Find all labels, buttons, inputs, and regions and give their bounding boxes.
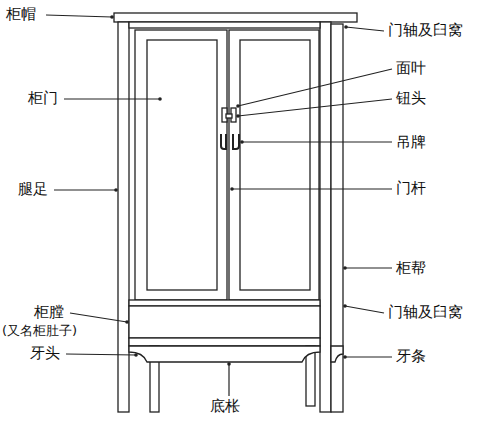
hanging-pull <box>233 134 239 149</box>
part-label: 柜帮 <box>396 260 426 277</box>
leader-line <box>228 364 229 396</box>
part-label: 腿足 <box>18 181 48 198</box>
leader-line <box>54 189 116 190</box>
part-label: (又名柜肚子) <box>2 322 77 339</box>
bottom-rail <box>129 338 320 346</box>
hanging-pull <box>221 134 226 149</box>
leader-line <box>345 356 392 357</box>
leader-dot <box>236 104 240 108</box>
apron <box>129 346 320 362</box>
leader-dot <box>240 140 244 144</box>
leader-line <box>64 98 160 99</box>
side-apron <box>331 346 343 362</box>
leader-line <box>345 267 392 268</box>
part-label: 柜膛 <box>34 304 64 321</box>
leader-dot <box>236 114 240 118</box>
part-label: 牙头 <box>30 345 60 362</box>
part-label: 门轴及臼窝 <box>388 304 463 321</box>
leader-dot <box>343 266 347 270</box>
top-rail <box>129 22 320 28</box>
leader-line <box>46 15 112 17</box>
right-front-leg <box>320 22 331 412</box>
leader-line <box>70 313 127 322</box>
part-label: 门杆 <box>396 180 426 197</box>
right-door-panel <box>240 40 310 290</box>
part-label: 钮头 <box>396 90 426 107</box>
leader-dot <box>114 188 118 192</box>
leader-dot <box>344 25 348 29</box>
part-label: 面叶 <box>396 60 426 77</box>
leader-line <box>66 354 136 355</box>
left-door-panel <box>147 40 217 290</box>
button-head <box>226 114 232 118</box>
part-label: 牙条 <box>396 348 426 365</box>
leader-dot <box>110 15 114 19</box>
leader-line <box>238 99 392 116</box>
right-door <box>229 30 319 300</box>
leader-line <box>232 188 392 189</box>
leader-line <box>345 306 384 313</box>
leader-dot <box>343 355 347 359</box>
part-label: 柜门 <box>28 90 58 107</box>
part-label: 柜帽 <box>6 6 36 23</box>
part-label: 门轴及臼窝 <box>388 22 463 39</box>
leader-dot <box>227 362 231 366</box>
door-bottom-rail <box>129 300 320 306</box>
cabinet-cap <box>114 13 357 22</box>
leader-line <box>346 27 384 31</box>
cabinet-belly <box>129 306 320 338</box>
part-label: 底枨 <box>210 398 240 415</box>
leader-dot <box>158 97 162 101</box>
left-leg <box>118 22 129 412</box>
left-door <box>135 30 227 300</box>
part-label: 吊牌 <box>396 134 426 151</box>
leader-dot <box>125 320 129 324</box>
leader-line <box>238 69 392 106</box>
leader-line <box>242 141 392 142</box>
leader-dot <box>134 353 138 357</box>
leader-dot <box>230 187 234 191</box>
leader-dot <box>343 304 347 308</box>
